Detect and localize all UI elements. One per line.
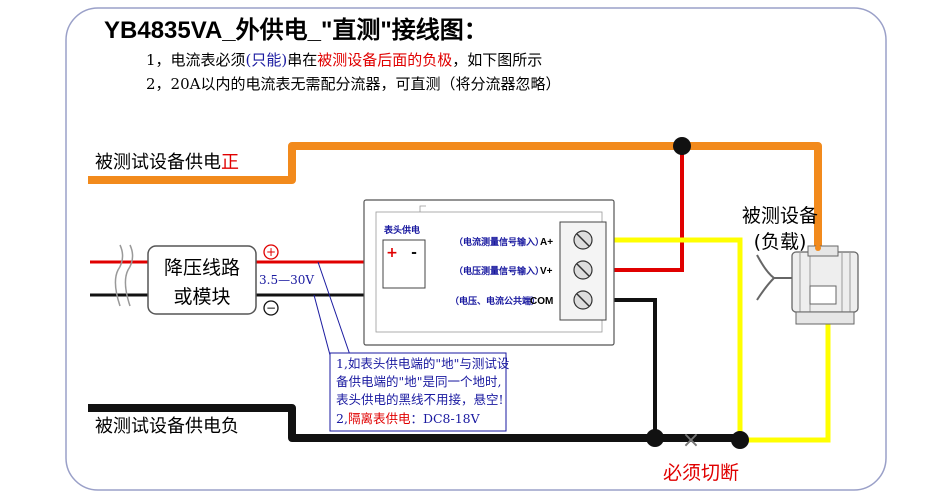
cut-mark-icon: × [682, 428, 700, 453]
terminal-desc-v-plus: （电压测量信号输入） [454, 265, 544, 277]
frame-border [65, 7, 887, 491]
voltage-range-label: 3.5—30V [259, 273, 314, 287]
motor-icon [756, 245, 859, 325]
terminal-desc-com: （电压、电流公共端） [450, 295, 540, 307]
meter-top-tab [419, 205, 426, 212]
minus-terminal-icon [263, 300, 279, 316]
meter-power-minus: - [411, 245, 417, 261]
black-negative-wire [88, 404, 740, 442]
junction-load-dot [731, 431, 749, 449]
device-label-line-2: (负载) [754, 231, 807, 253]
callout-line-2: 备供电端的"地"是同一个地时, [336, 374, 501, 389]
motor-positive-node [815, 245, 821, 251]
converter-module [147, 245, 257, 315]
callout-leader-line-2 [317, 261, 351, 356]
note-1-prefix: 1，电流表必须 [146, 51, 246, 69]
red-current-wire [610, 146, 684, 272]
note-line-2: 2，20A以内的电流表无需配分流器，可直测（将分流器忽略） [146, 75, 560, 93]
converter-line-1: 降压线路 [164, 257, 240, 279]
callout-4-prefix: 2, [336, 411, 348, 426]
yellow-a-plus-wire [582, 237, 743, 440]
supply-negative-label: 被测试设备供电负 [95, 416, 239, 437]
page-title: YB4835VA_外供电_"直测"接线图： [104, 16, 488, 44]
meter-power-terminal [382, 239, 426, 289]
minus-sign: − [266, 301, 276, 315]
callout-line-1: 1,如表头供电端的"地"与测试设 [336, 356, 510, 371]
screw-com-icon [573, 290, 593, 310]
supply-positive-label: 被测试设备供电正 [95, 152, 239, 173]
cut-label: 必须切断 [663, 462, 739, 484]
callout-box [329, 352, 507, 432]
supply-positive-text: 被测试设备供电 [95, 152, 221, 173]
supply-positive-emph: 正 [221, 152, 239, 173]
converter-line-2: 或模块 [173, 286, 230, 308]
callout-4-emph: 隔离表供电 [348, 411, 411, 426]
callout-leader-line-1 [313, 294, 331, 356]
device-label-line-1: 被测设备 [742, 205, 818, 227]
meter-power-label: 表头供电 [383, 224, 420, 236]
wire-break-mark-2 [124, 244, 134, 307]
screw-v-plus-icon [573, 260, 593, 280]
note-line-1: 1，电流表必须(只能)串在被测设备后面的负极，如下图所示 [146, 51, 542, 69]
yellow-load-return-wire [740, 295, 831, 443]
orange-positive-wire [88, 142, 822, 248]
junction-positive-dot [673, 137, 691, 155]
junction-com-dot [646, 429, 664, 447]
wire-break-mark-1 [114, 244, 124, 307]
terminal-name-a-plus: A+ [540, 237, 553, 248]
callout-line-3: 表头供电的黑线不用接，悬空! [336, 392, 504, 407]
note-1-only: (只能) [246, 51, 288, 69]
note-1-suffix: ，如下图所示 [452, 51, 542, 69]
terminal-name-com: COM [530, 296, 553, 307]
terminal-name-v-plus: V+ [540, 266, 553, 277]
terminal-desc-a-plus: （电流测量信号输入） [454, 236, 544, 248]
meter-body [363, 199, 615, 346]
callout-4-suffix: ：DC8-18V [410, 411, 480, 426]
note-1-emph: 被测设备后面的负极 [317, 51, 452, 69]
plus-terminal-icon [263, 244, 279, 260]
screw-a-plus-icon [573, 230, 593, 250]
callout-line-4: 2,隔离表供电：DC8-18V [336, 411, 481, 426]
note-1-mid: 串在 [287, 51, 317, 69]
meter-power-plus: + [386, 245, 398, 261]
plus-sign: + [266, 245, 276, 259]
